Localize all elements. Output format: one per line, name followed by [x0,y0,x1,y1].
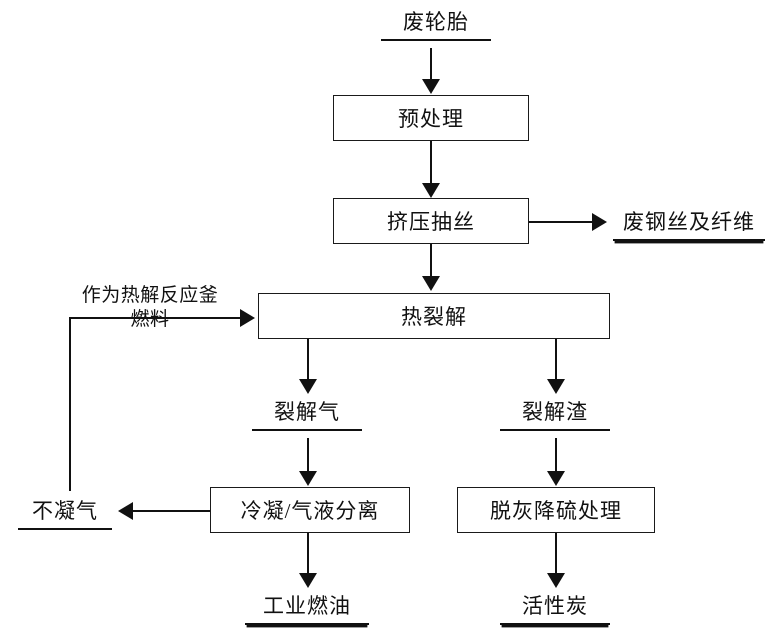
edge-noncondensable-to-pyrolysis [69,317,241,319]
arrowhead-down-pyro-residue [547,379,565,394]
edge-pyro-gas-to-condensation [307,438,309,473]
node-desulfur: 脱灰降硫处理 [457,487,655,533]
annotation-recycle-line1: 作为热解反应釜 [81,285,219,306]
node-pyro-gas: 裂解气 [252,396,362,431]
arrowhead-down-extrusion [422,183,440,198]
annotation-recycle-note: 作为热解反应釜 燃料 [55,284,245,332]
edge-extrusion-to-steel-fiber [529,221,593,223]
arrowhead-down-fuel-oil [299,573,317,588]
node-activated-carbon: 活性炭 [500,590,610,625]
arrowhead-down-desulfur [547,471,565,486]
node-condensation: 冷凝/气液分离 [210,487,410,533]
edge-condensation-to-fuel-oil [307,533,309,575]
node-waste-tire: 废轮胎 [381,6,491,41]
node-noncondensable: 不凝气 [18,495,112,530]
arrowhead-left-noncondensable [118,502,133,520]
node-pretreatment: 预处理 [333,95,529,141]
node-pyrolysis: 热裂解 [258,293,610,339]
node-pyro-residue: 裂解渣 [500,396,610,431]
arrowhead-right-steel-fiber [592,213,607,231]
edge-noncondensable-riser [69,317,71,491]
arrowhead-right-pyrolysis-feed [240,309,255,327]
arrowhead-down-activated-carbon [547,573,565,588]
node-fuel-oil: 工业燃油 [245,590,369,625]
arrowhead-down-pyro-gas [299,379,317,394]
edge-waste-tire-to-pretreatment [430,48,432,81]
arrowhead-down-condensation [299,471,317,486]
edge-extrusion-to-pyrolysis [430,244,432,278]
arrowhead-down-pyrolysis [422,276,440,291]
annotation-recycle-line2: 燃料 [130,308,170,330]
node-steel-fiber: 废钢丝及纤维 [613,206,765,241]
edge-pretreatment-to-extrusion [430,141,432,185]
node-extrusion: 挤压抽丝 [333,198,529,244]
edge-pyro-residue-to-desulfur [555,438,557,473]
edge-pyrolysis-to-pyro-gas [307,339,309,381]
arrowhead-down-pretreatment [422,79,440,94]
edge-condensation-to-noncondensable [133,510,210,512]
edge-pyrolysis-to-pyro-residue [555,339,557,381]
edge-desulfur-to-activated-carbon [555,533,557,575]
